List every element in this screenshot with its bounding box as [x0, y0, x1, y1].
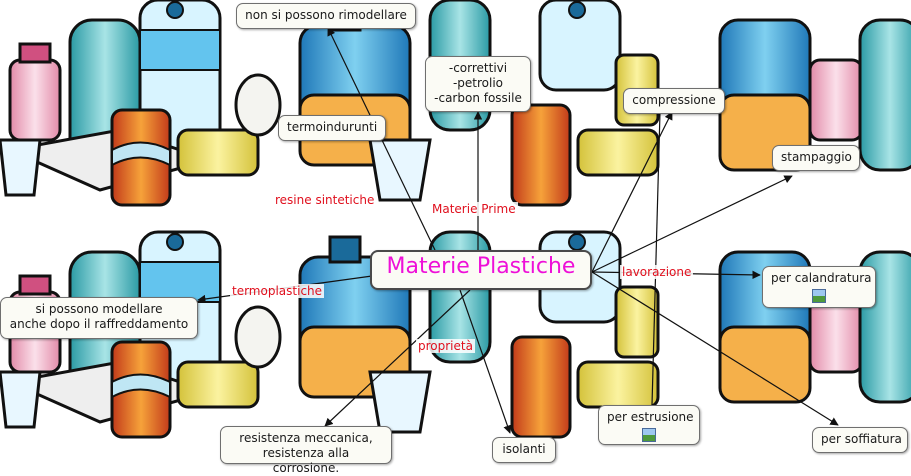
- concept-materie-prime[interactable]: -correttivi -petrolio -carbon fossile: [425, 56, 531, 112]
- label-proprieta: proprietà: [416, 339, 475, 353]
- image-icon[interactable]: [642, 428, 656, 442]
- concept-compressione[interactable]: compressione: [623, 88, 725, 114]
- label-termoplastiche: termoplastiche: [230, 284, 325, 298]
- concept-per-soffiatura[interactable]: per soffiatura: [812, 427, 908, 453]
- label-resine-sintetiche: resine sintetiche: [273, 193, 377, 207]
- concept-isolanti[interactable]: isolanti: [492, 437, 556, 463]
- concept-stampaggio[interactable]: stampaggio: [772, 145, 860, 171]
- calandratura-label: per calandratura: [771, 271, 872, 285]
- concept-non-rimodellare[interactable]: non si possono rimodellare: [236, 3, 416, 29]
- concept-termoindurunti[interactable]: termoindurunti: [278, 115, 386, 141]
- estrusione-label: per estrusione: [607, 410, 694, 424]
- concept-resistenza[interactable]: resistenza meccanica, resistenza alla co…: [220, 426, 392, 475]
- concept-si-possono-modellare[interactable]: si possono modellare anche dopo il raffr…: [0, 297, 198, 339]
- central-concept[interactable]: Materie Plastiche: [370, 250, 592, 290]
- label-materie-prime: Materie Prime: [430, 202, 518, 216]
- concept-per-calandratura[interactable]: per calandratura: [762, 266, 876, 308]
- image-icon[interactable]: [812, 289, 826, 303]
- concept-per-estrusione[interactable]: per estrusione: [598, 405, 700, 445]
- label-lavorazione: lavorazione: [620, 265, 694, 279]
